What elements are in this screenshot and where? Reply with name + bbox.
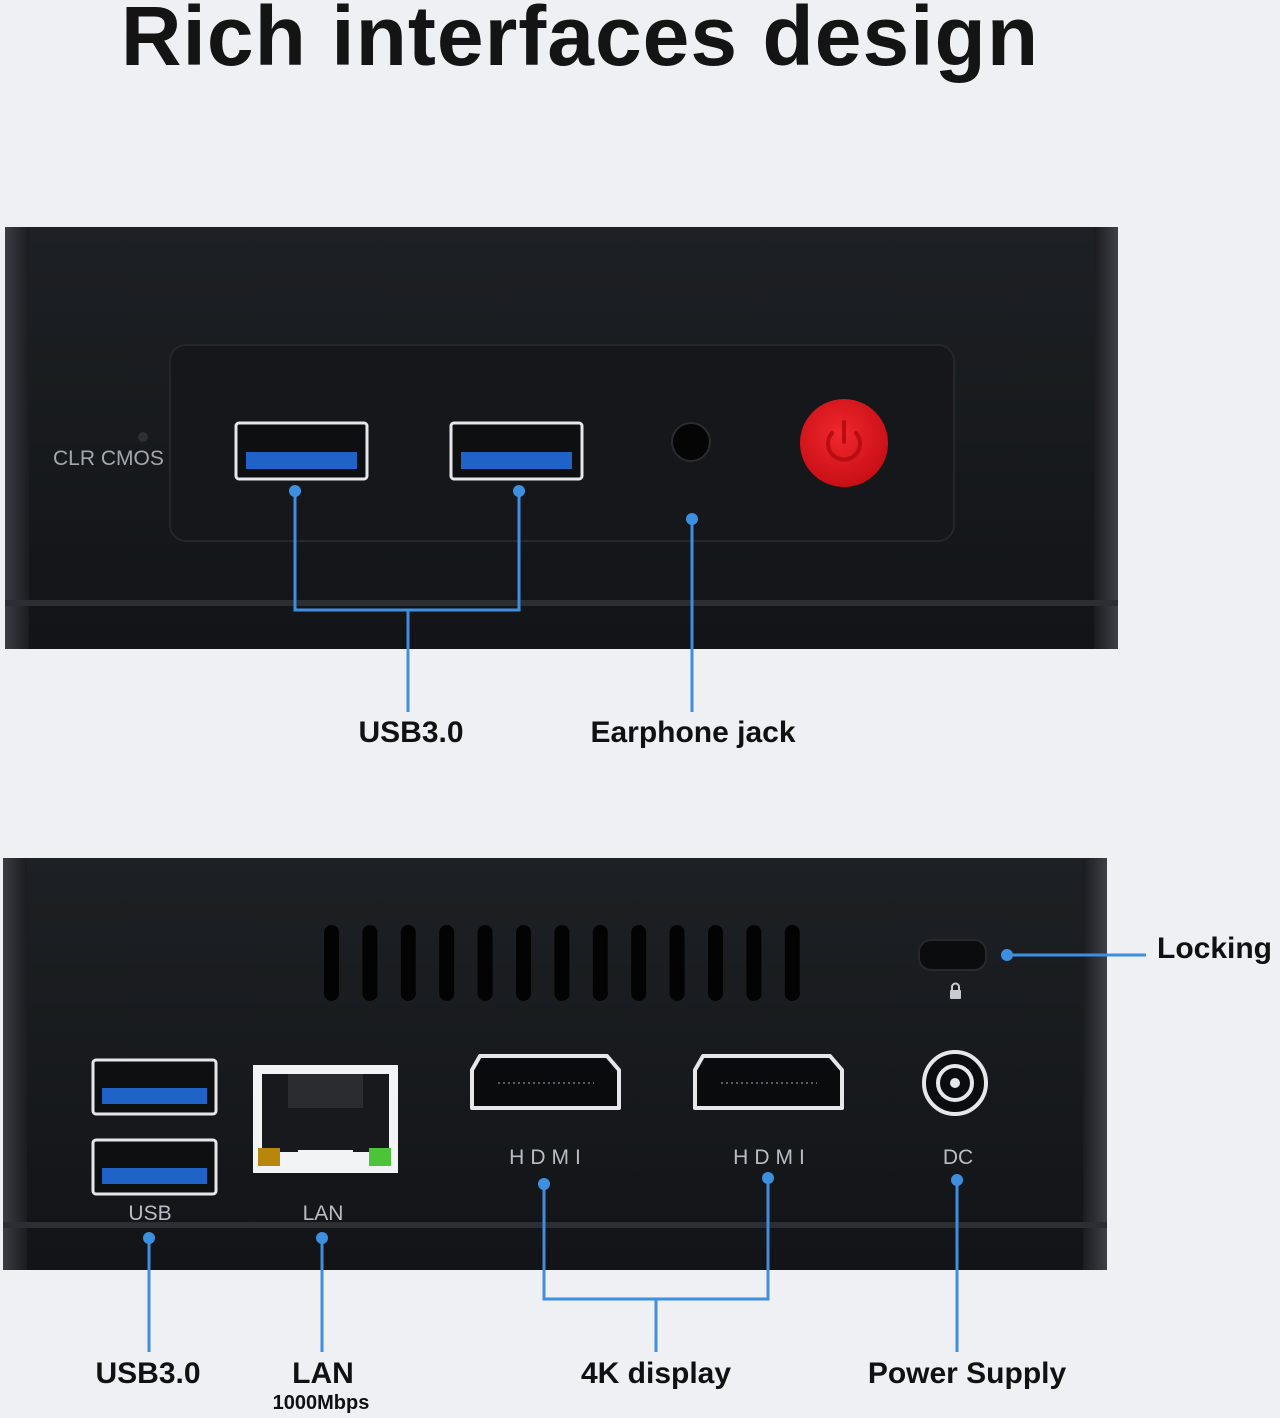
front-left-edge xyxy=(5,227,29,649)
kensington-lock-slot xyxy=(918,939,987,971)
lan-callout: LAN xyxy=(292,1357,354,1390)
hdmi-port-1 xyxy=(470,1054,621,1110)
vent-slot xyxy=(669,925,685,1001)
front-usb-port-1 xyxy=(234,421,369,481)
locking-callout: Locking xyxy=(1157,932,1273,965)
vent-slot xyxy=(784,925,800,1001)
hdmi-port-label-2: HDMI xyxy=(733,1146,811,1169)
front-usb-port-2 xyxy=(449,421,584,481)
rear-right-edge xyxy=(1083,858,1107,1270)
usb-port-label: USB xyxy=(128,1202,172,1225)
rear-usb-port-2 xyxy=(91,1138,218,1196)
vent-slot xyxy=(400,925,416,1001)
dc-power-jack xyxy=(922,1050,988,1116)
clr-cmos-pinhole xyxy=(138,432,148,442)
power-button xyxy=(800,399,888,487)
lan-speed-label: 1000Mbps xyxy=(272,1392,370,1414)
rear-seam xyxy=(3,1222,1107,1228)
dc-port-label: DC xyxy=(942,1146,974,1169)
lan-led-amber xyxy=(258,1148,280,1166)
lan-port xyxy=(253,1065,398,1173)
vent-slot xyxy=(592,925,608,1001)
vent-grille xyxy=(324,925,800,1001)
earphone-jack xyxy=(671,422,711,462)
lock-icon xyxy=(950,982,961,999)
rear-usb-callout: USB3.0 xyxy=(95,1357,201,1390)
front-device xyxy=(5,227,1118,649)
vent-slot xyxy=(324,925,339,1001)
power-supply-callout: Power Supply xyxy=(867,1357,1067,1390)
front-callout-dots xyxy=(289,485,698,525)
power-icon xyxy=(826,420,862,462)
lan-port-label: LAN xyxy=(302,1202,344,1225)
lan-led-green xyxy=(369,1148,391,1166)
rear-usb-port-1 xyxy=(91,1058,218,1116)
rear-callout-dots xyxy=(143,949,1013,1244)
earphone-callout: Earphone jack xyxy=(590,716,796,749)
vent-slot xyxy=(708,925,723,1001)
rear-callout-lines xyxy=(147,953,1146,1352)
clr-cmos-label: CLR CMOS xyxy=(53,447,164,470)
rear-left-edge xyxy=(3,858,27,1270)
front-seam xyxy=(5,600,1118,606)
front-callout-lines xyxy=(293,491,694,712)
hdmi-port-label-1: HDMI xyxy=(509,1146,587,1169)
hdmi-port-2 xyxy=(693,1054,844,1110)
vent-slot xyxy=(746,925,762,1001)
vent-slot xyxy=(554,925,570,1001)
vent-slot xyxy=(516,925,531,1001)
vent-slot xyxy=(362,925,378,1001)
vent-slot xyxy=(477,925,493,1001)
page-title: Rich interfaces design xyxy=(120,0,1040,83)
vent-slot xyxy=(439,925,455,1001)
front-right-edge xyxy=(1094,227,1118,649)
display-callout: 4K display xyxy=(580,1357,732,1390)
rear-device xyxy=(3,858,1107,1270)
vent-slot xyxy=(631,925,647,1001)
front-usb-callout: USB3.0 xyxy=(358,716,464,749)
